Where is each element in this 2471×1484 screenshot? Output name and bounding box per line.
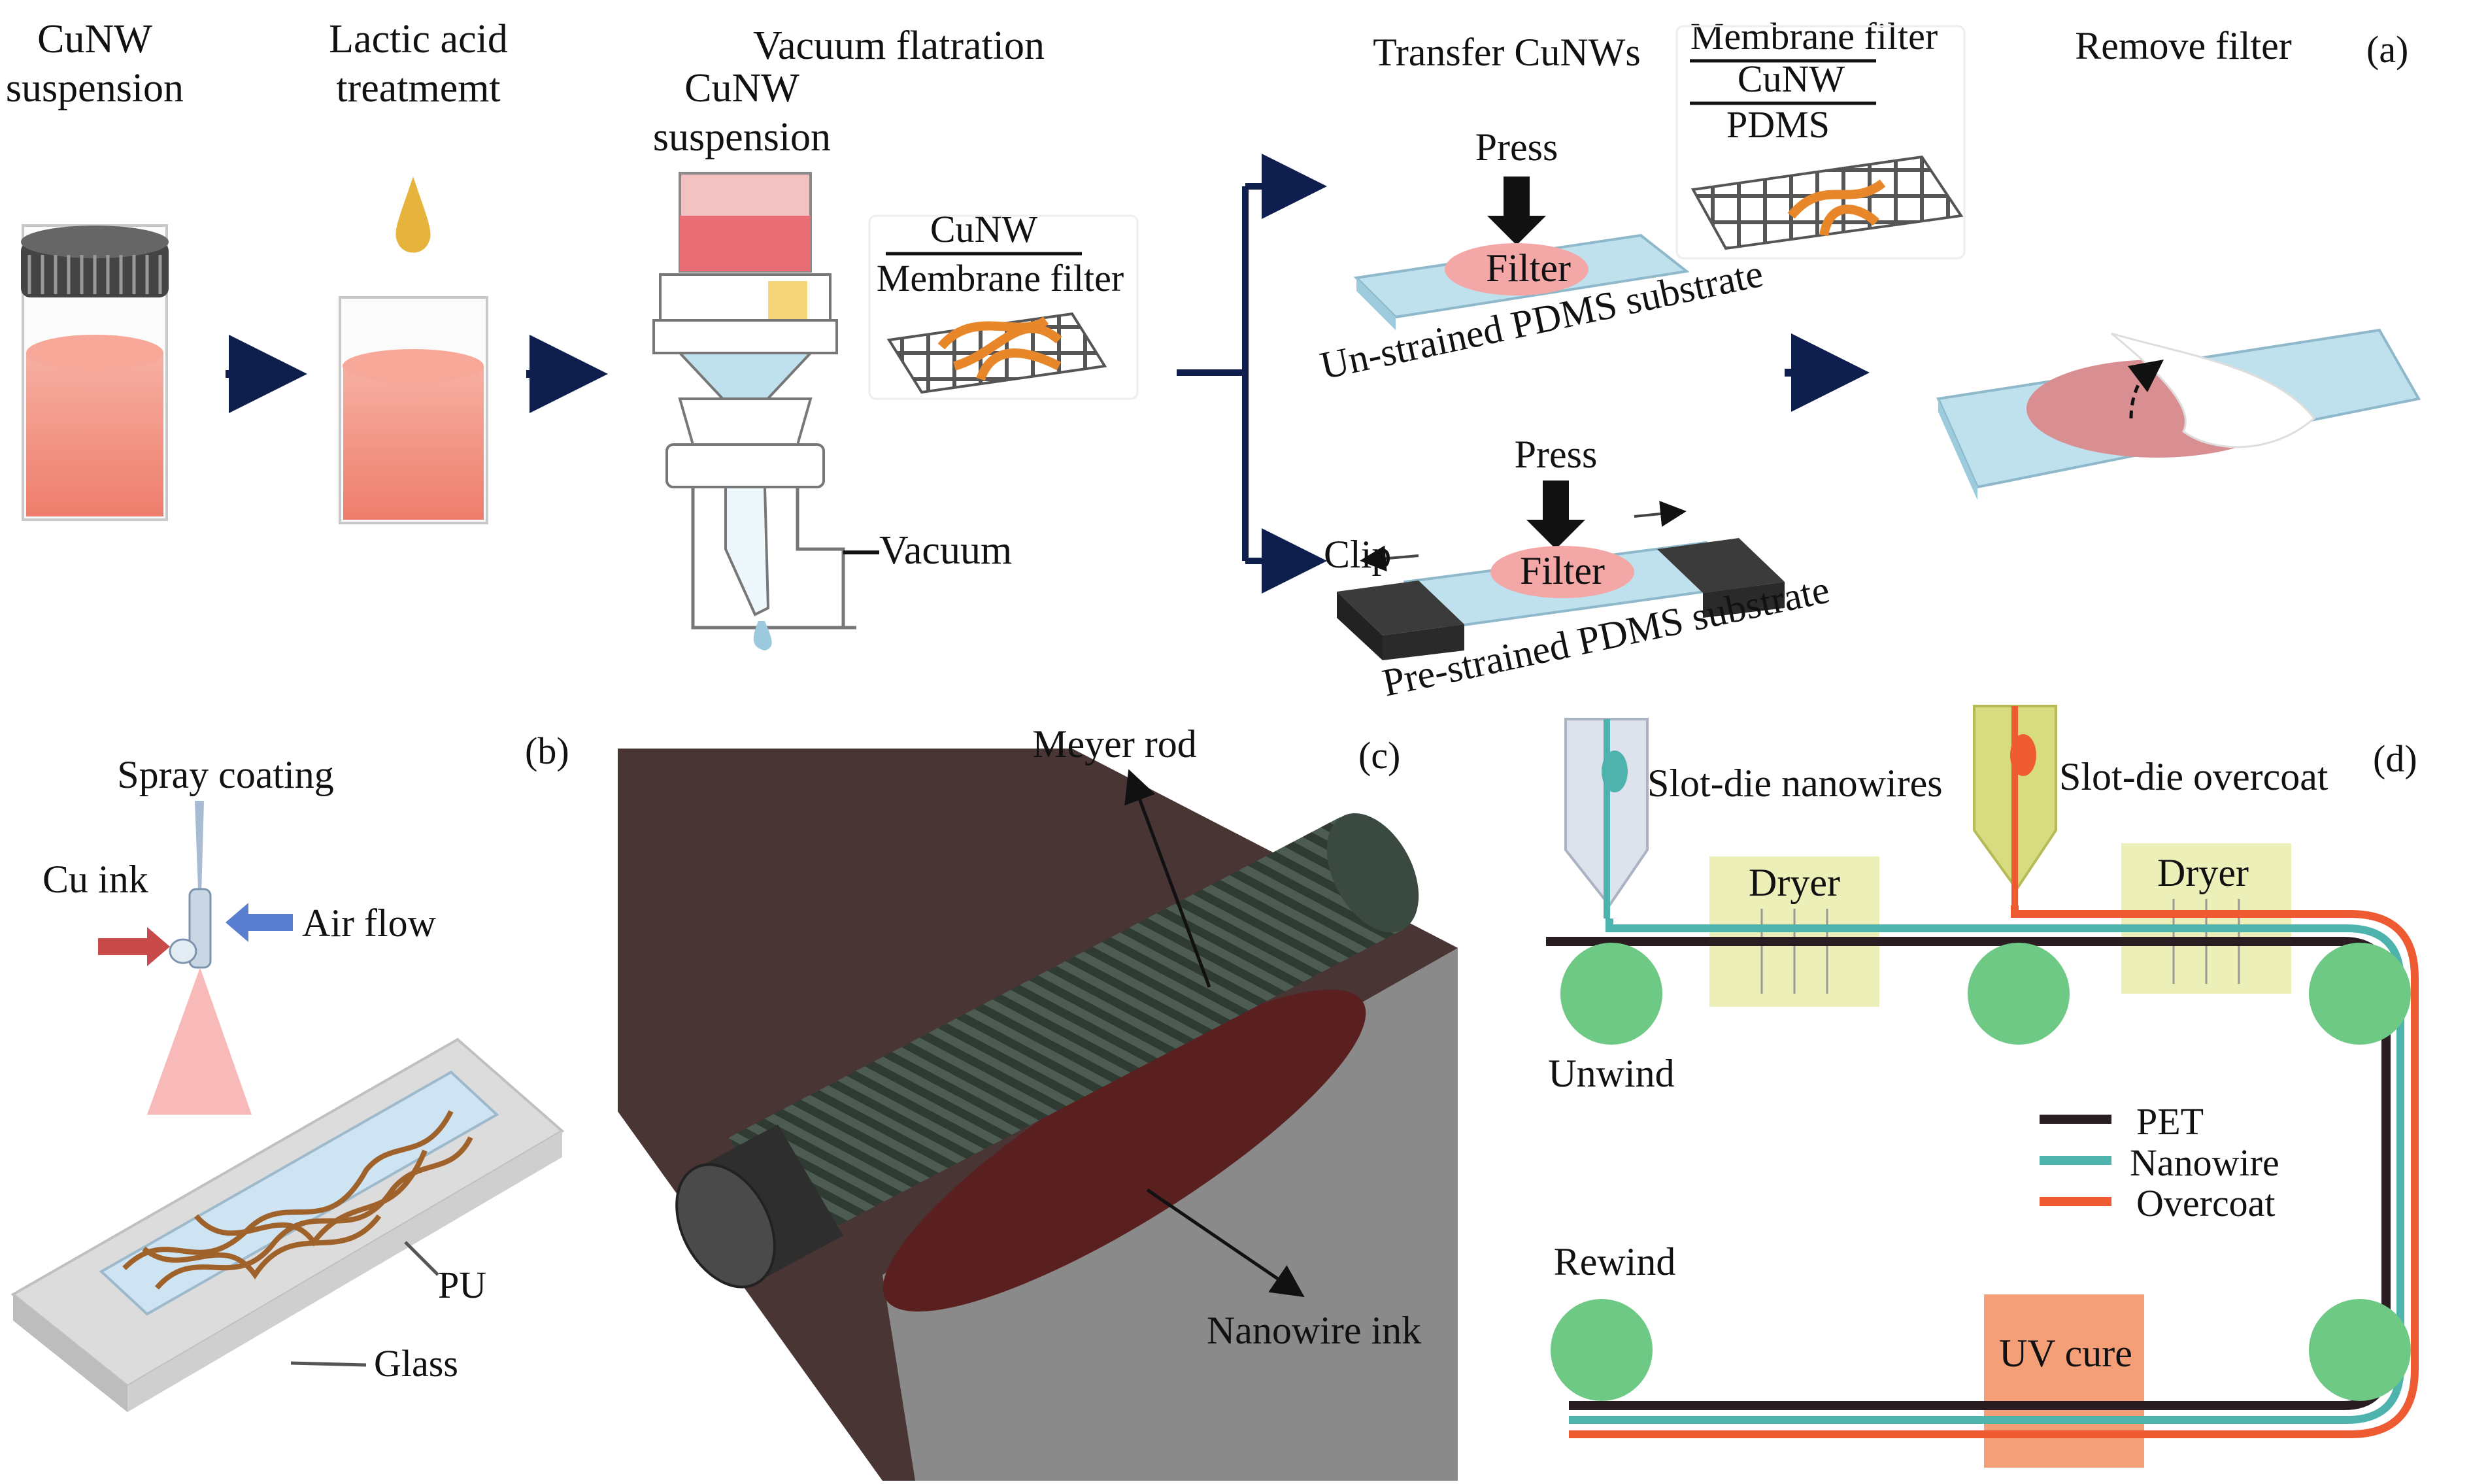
nanowire-ink-pointer-icon: [1146, 1188, 1305, 1298]
press-bottom-label: Press: [1515, 433, 1598, 476]
rewind-roller: [1551, 1299, 1653, 1401]
filter-bottom-label: Filter: [1520, 549, 1605, 592]
inset2-strands-icon: [1787, 179, 1886, 237]
inset1-membrane: Membrane filter: [877, 257, 1124, 299]
step3-sub2: suspension: [653, 115, 831, 160]
uv-cure-label: UV cure: [1999, 1332, 2132, 1375]
uv-cure-box: [1984, 1294, 2144, 1468]
slot-die-nanowires-icon: [1564, 718, 1649, 919]
step1-label-line2: suspension: [6, 66, 184, 110]
rewind-label: Rewind: [1554, 1240, 1676, 1283]
step2-label-line2: treatmemt: [336, 66, 500, 110]
lactic-acid-beaker-icon: [339, 296, 488, 524]
remove-filter-label: Remove filter: [2075, 24, 2292, 67]
pu-label: PU: [438, 1264, 486, 1306]
panel-b: (b) Spray coating Cu ink Air flow PU Gla…: [10, 730, 569, 1412]
clip-label: Clip: [1324, 533, 1391, 576]
unwind-roller: [1560, 943, 1662, 1045]
meyer-rod-icon: [675, 813, 1419, 1289]
transfer-label: Transfer CuNWs: [1373, 31, 1640, 74]
nanowire-ink-label: Nanowire ink: [1207, 1309, 1421, 1352]
inset2-box: [1675, 25, 1966, 260]
press-bottom-arrow-icon: [1526, 481, 1585, 549]
nanowire-strands-icon: [937, 316, 1062, 381]
panel-d-tag: (d): [2373, 737, 2417, 780]
prestrained-substrate-icon: [1337, 501, 1785, 660]
air-flow-arrow-icon: [226, 903, 293, 942]
cunw-vial-icon: [21, 224, 169, 521]
press-top-arrow-icon: [1487, 177, 1546, 245]
remove-filter-icon: [1936, 328, 2421, 500]
glass-slide-icon: [10, 1037, 565, 1412]
unwind-label: Unwind: [1548, 1052, 1674, 1095]
panel-c: (c) Meyer rod Nanowire ink: [618, 722, 1458, 1481]
inset2-mesh-icon: [1690, 155, 1964, 250]
panel-a-tag: (a): [2366, 28, 2408, 71]
legend: PET Nanowire Overcoat: [2040, 1100, 2279, 1224]
step3-sub1: CuNW: [684, 66, 799, 110]
cu-ink-label: Cu ink: [42, 858, 148, 901]
dryer1-label: Dryer: [1749, 861, 1840, 904]
inset2-membrane: Membrane filter: [1690, 15, 1938, 58]
vacuum-label: Vacuum: [879, 528, 1012, 573]
overcoat-web-line: [1569, 905, 2419, 1438]
legend-label-pet: PET: [2136, 1100, 2204, 1143]
unstrained-substrate-icon: [1353, 233, 1690, 330]
filtration-apparatus-icon: [652, 172, 879, 650]
mid-roller: [1968, 943, 2070, 1045]
inset2-pdms: PDMS: [1726, 103, 1830, 146]
dryer2-label: Dryer: [2157, 851, 2249, 894]
slot-die-overcoat-icon: [1973, 705, 2057, 905]
step3-title: Vacuum flatration: [753, 24, 1045, 68]
corner-roller-bottom: [2309, 1299, 2411, 1401]
filter-top-label: Filter: [1486, 246, 1571, 290]
panel-a: (a) CuNW suspension Lactic acid treatmem…: [6, 15, 2421, 705]
meyer-rod-pointer-icon: [1124, 769, 1211, 988]
slot-die-nanowires-label: Slot-die nanowires: [1647, 762, 1943, 805]
legend-label-nanowire: Nanowire: [2130, 1141, 2279, 1184]
glass-label: Glass: [374, 1342, 458, 1385]
inset2-cunw: CuNW: [1738, 58, 1845, 100]
corner-roller-top: [2309, 943, 2411, 1045]
panel-c-tag: (c): [1358, 734, 1400, 777]
panel-d: (d) Dryer Dryer UV cure Slot-die nanowir…: [1546, 705, 2419, 1468]
spray-title: Spray coating: [117, 753, 334, 796]
lactic-acid-drop-icon: [395, 177, 431, 253]
inset1-box: CuNW Membrane filter: [868, 208, 1139, 400]
panel-b-tag: (b): [525, 730, 569, 772]
spray-gun-icon: [147, 801, 252, 1115]
press-top-label: Press: [1475, 126, 1558, 169]
cu-ink-arrow-icon: [98, 927, 170, 966]
meyer-rod-label: Meyer rod: [1032, 722, 1197, 766]
slot-die-overcoat-label: Slot-die overcoat: [2059, 755, 2328, 798]
inset1-cunw: CuNW: [930, 208, 1038, 250]
air-flow-label: Air flow: [302, 902, 437, 945]
step2-label-line1: Lactic acid: [329, 17, 508, 61]
cu-nanowire-network-icon: [122, 1110, 473, 1290]
legend-label-overcoat: Overcoat: [2136, 1182, 2276, 1224]
nanowire-ink-pool-icon: [882, 989, 1366, 1312]
branch-arrows-icon: [1177, 154, 1327, 594]
step1-label-line1: CuNW: [37, 17, 152, 61]
